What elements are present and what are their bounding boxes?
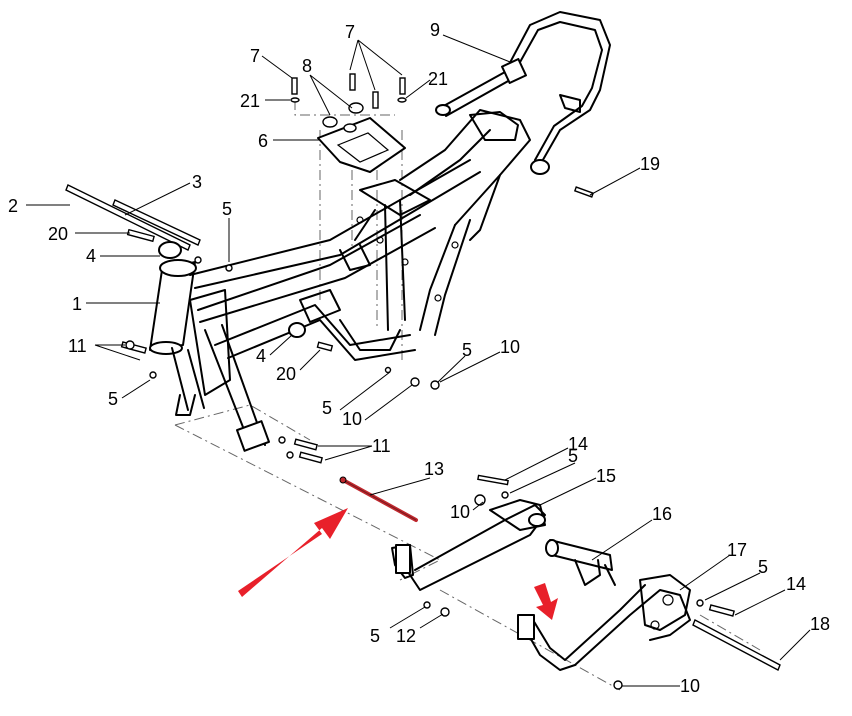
callout-12: 12	[396, 626, 416, 646]
callout-14: 14	[786, 574, 806, 594]
callout-10: 10	[500, 337, 520, 357]
callout-5: 5	[568, 446, 578, 466]
callout-20: 20	[48, 224, 68, 244]
callout-16: 16	[652, 504, 672, 524]
callout-17: 17	[727, 540, 747, 560]
callout-5: 5	[758, 557, 768, 577]
callout-10: 10	[342, 409, 362, 429]
callout-5: 5	[108, 389, 118, 409]
callout-21: 21	[428, 69, 448, 89]
callout-5: 5	[222, 199, 232, 219]
left-hardware	[65, 184, 334, 379]
callout-7: 7	[345, 22, 355, 42]
highlight-arrow-small	[534, 583, 558, 620]
callout-7: 7	[250, 46, 260, 66]
callout-15: 15	[596, 466, 616, 486]
callout-1: 1	[72, 294, 82, 314]
callout-4: 4	[256, 346, 266, 366]
main-frame	[149, 109, 531, 452]
rear-rail	[435, 11, 611, 198]
callout-5: 5	[322, 398, 332, 418]
mid-hardware	[278, 366, 440, 464]
callout-14: 14	[568, 434, 588, 454]
callout-11: 11	[372, 436, 391, 456]
leader-lines	[26, 34, 811, 687]
callout-11: 11	[68, 336, 87, 356]
callout-10: 10	[680, 676, 700, 696]
callout-18: 18	[810, 614, 830, 634]
top-bolts	[290, 73, 407, 109]
callout-20: 20	[276, 364, 296, 384]
callout-5: 5	[370, 626, 380, 646]
callout-6: 6	[258, 131, 268, 151]
top-mount-plate	[317, 102, 406, 173]
callout-2: 2	[8, 196, 18, 216]
callout-10: 10	[450, 502, 470, 522]
callout-8: 8	[302, 56, 312, 76]
side-stand-assembly	[391, 474, 546, 591]
callout-19: 19	[640, 154, 660, 174]
callout-9: 9	[430, 20, 440, 40]
callout-4: 4	[86, 246, 96, 266]
bottom-hardware	[423, 601, 450, 617]
highlight-arrow-large	[238, 508, 348, 597]
callout-13: 13	[424, 459, 444, 479]
callout-3: 3	[192, 172, 202, 192]
rod-part-13	[339, 476, 418, 522]
callout-5: 5	[462, 340, 472, 360]
callout-numbers: 2 3 20 4 5 1 11 5 4 20 7 21 8 7 21 6 9 1…	[8, 20, 830, 696]
callout-21: 21	[240, 91, 260, 111]
stand-bracket	[545, 539, 616, 586]
center-stand	[517, 574, 781, 690]
